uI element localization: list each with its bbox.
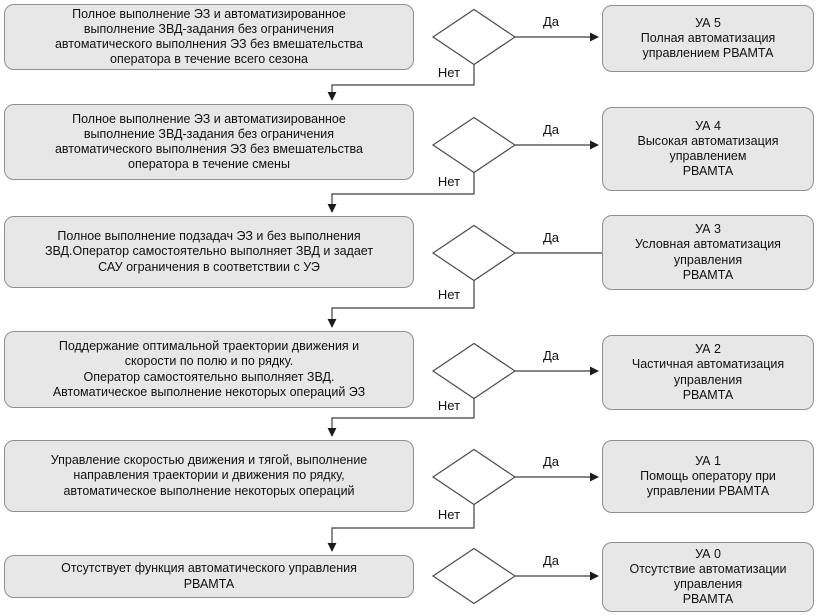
decision-diamond — [431, 342, 517, 400]
level-title: УА 1 — [695, 453, 721, 468]
level-desc: Полная автоматизация управлением РВАМТА — [640, 30, 776, 61]
yes-label: Да — [542, 553, 560, 568]
condition-text: Поддержание оптимальной траектории движе… — [52, 339, 366, 399]
condition-text: Управление скоростью движения и тягой, в… — [50, 453, 368, 498]
yes-label: Да — [542, 230, 560, 245]
no-label: Нет — [437, 174, 461, 189]
no-label: Нет — [437, 65, 461, 80]
condition-box: Полное выполнение ЭЗ и автоматизированно… — [4, 4, 414, 70]
level-title: УА 5 — [695, 15, 721, 30]
yes-label: Да — [542, 122, 560, 137]
level-desc: Помощь оператору при управлении РВАМТА — [640, 468, 776, 499]
no-label: Нет — [437, 507, 461, 522]
condition-box: Отсутствует функция автоматического упра… — [4, 555, 414, 598]
level-title: УА 4 — [695, 118, 721, 133]
decision-diamond — [431, 116, 517, 174]
condition-box: Полное выполнение подзадач ЭЗ и без выпо… — [4, 216, 414, 288]
level-title: УА 2 — [695, 342, 721, 356]
condition-text: Полное выполнение ЭЗ и автоматизированно… — [54, 111, 364, 172]
condition-text: Полное выполнение ЭЗ и автоматизированно… — [54, 6, 364, 67]
level-title: УА 3 — [695, 222, 721, 236]
decision-diamond — [431, 224, 517, 282]
no-label: Нет — [437, 398, 461, 413]
condition-box: Поддержание оптимальной траектории движе… — [4, 331, 414, 408]
condition-box: Управление скоростью движения и тягой, в… — [4, 440, 414, 512]
decision-diamond — [431, 448, 517, 506]
no-label: Нет — [437, 287, 461, 302]
condition-box: Полное выполнение ЭЗ и автоматизированно… — [4, 104, 414, 180]
decision-diamond — [431, 547, 517, 605]
condition-text: Отсутствует функция автоматического упра… — [61, 561, 357, 591]
condition-text: Полное выполнение подзадач ЭЗ и без выпо… — [44, 229, 374, 274]
level-desc: Высокая автоматизация управлением РВАМТА — [637, 133, 779, 179]
level-title: УА 0 — [695, 546, 721, 561]
level-desc: Частичная автоматизация управления РВАМТ… — [631, 357, 785, 402]
yes-label: Да — [542, 348, 560, 363]
decision-diamond — [431, 8, 517, 66]
level-desc: Условная автоматизация управления РВАМТА — [635, 237, 781, 282]
yes-label: Да — [542, 454, 560, 469]
yes-label: Да — [542, 14, 560, 29]
level-desc: Отсутствие автоматизации управления РВАМ… — [629, 561, 787, 607]
